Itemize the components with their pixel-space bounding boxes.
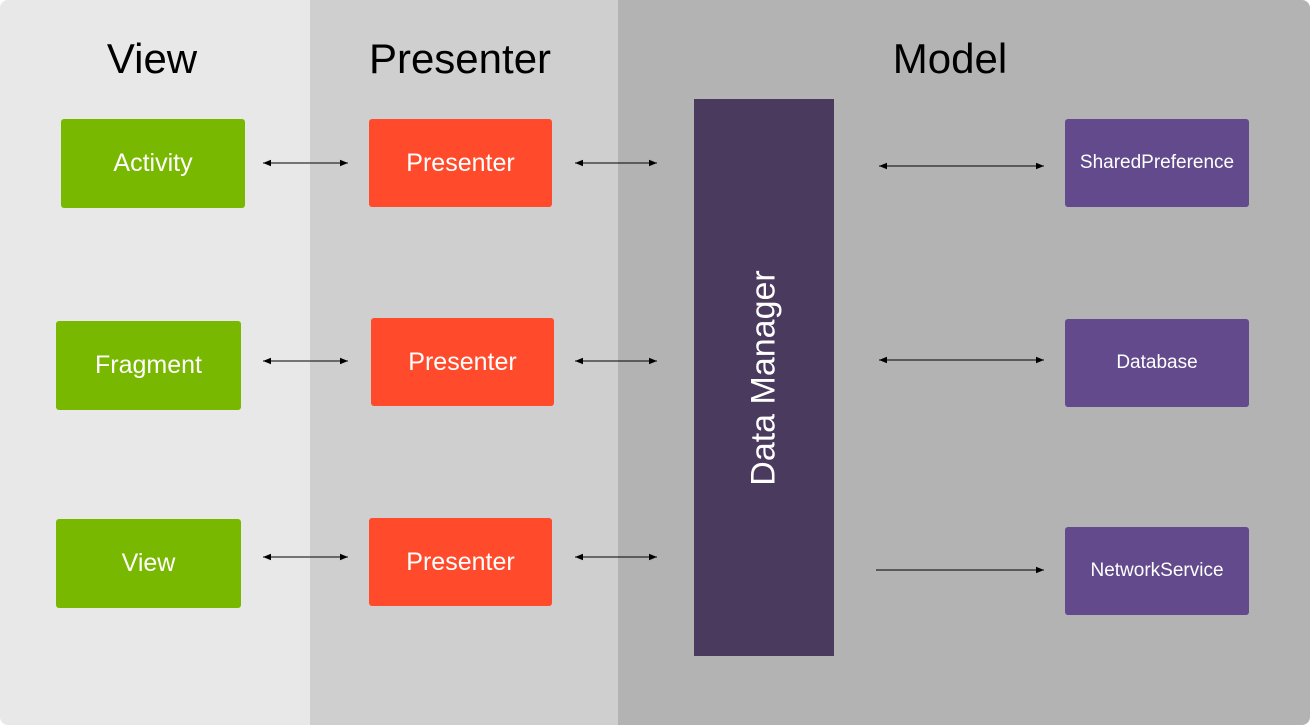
presenter-node-1: Presenter [369,119,552,207]
fragment-node: Fragment [56,321,241,410]
presenter-column-title: Presenter [368,35,552,82]
network-service-node: NetworkService [1065,527,1249,615]
presenter-node-2: Presenter [371,318,554,406]
database-node: Database [1065,319,1249,407]
model-column-title: Model [892,35,1008,82]
shared-preference-node: SharedPreference [1065,119,1249,207]
presenter-node-3: Presenter [369,518,552,606]
view-column-title: View [106,35,198,82]
activity-node: Activity [61,119,245,208]
view-node: View [56,519,241,608]
data-manager-node: Data Manager [694,99,834,656]
data-manager-label: Data Manager [744,269,783,486]
